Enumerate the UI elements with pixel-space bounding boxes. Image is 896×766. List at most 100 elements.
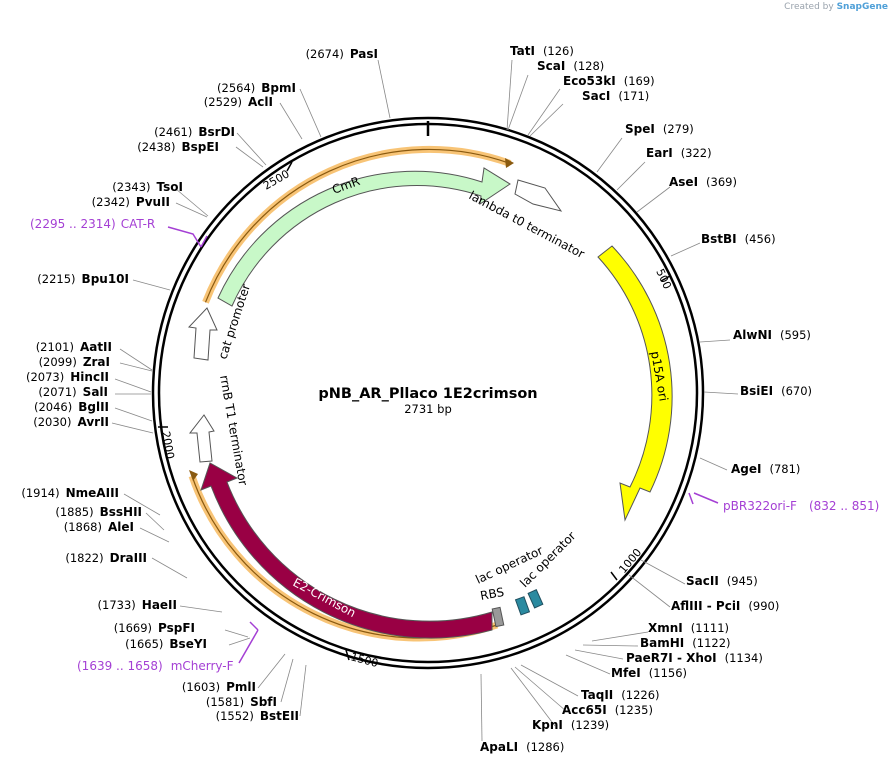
site-enzyme-name: KpnI <box>532 718 563 732</box>
site-label-asei: AseI (369) <box>669 175 737 189</box>
site-position: (2529) <box>204 95 242 109</box>
site-enzyme-name: SacI <box>582 89 610 103</box>
site-enzyme-name: NmeAIII <box>66 486 119 500</box>
site-enzyme-name: Acc65I <box>562 703 607 717</box>
site-enzyme-name: PmlI <box>226 680 256 694</box>
site-position: (1122) <box>692 636 730 650</box>
site-label-taqii: TaqII (1226) <box>581 688 660 702</box>
orf-arrow-bottom <box>189 470 198 481</box>
primer-mcherry-f-range: (1639 .. 1658) <box>77 659 163 673</box>
site-label-bseyi: (1665) BseYI <box>125 637 207 651</box>
site-position: (1286) <box>526 740 564 754</box>
site-position: (781) <box>769 462 800 476</box>
site-label-sbfi: (1581)SbfI <box>206 695 277 709</box>
site-position: (990) <box>748 599 779 613</box>
site-enzyme-name: Eco53kI <box>563 74 616 88</box>
site-enzyme-name: PaeR7I - XhoI <box>626 651 717 665</box>
primer-marks <box>167 226 719 664</box>
site-enzyme-name: PspFI <box>158 621 195 635</box>
site-enzyme-name: SacII <box>686 574 719 588</box>
site-position: (169) <box>624 74 655 88</box>
feature-rrnb-t1 <box>188 414 215 463</box>
orf-highlight-top <box>202 146 512 304</box>
site-label-zrai: (2099)ZraI <box>39 355 110 369</box>
site-position: (2342) <box>92 195 130 209</box>
site-enzyme-name: SpeI <box>625 122 655 136</box>
site-enzyme-name: HincII <box>70 370 109 384</box>
site-label-xmni: XmnI(1111) <box>648 621 729 635</box>
site-leader-lines <box>111 59 739 742</box>
site-label-eari: EarI(322) <box>646 146 712 160</box>
site-enzyme-name: TsoI <box>157 180 183 194</box>
site-enzyme-name: AseI <box>669 175 698 189</box>
primer-pbr322ori-f: pBR322ori-F(832 .. 851) <box>723 499 879 513</box>
site-position: (1914) <box>21 486 59 500</box>
primer-cat-r-name: CAT-R <box>121 217 156 231</box>
site-label-sacii: SacII (945) <box>686 574 758 588</box>
site-label-bsrdi: (2461)BsrDI <box>154 125 235 139</box>
site-position: (456) <box>745 232 776 246</box>
primer-mcherry-f: (1639 .. 1658) mCherry-F <box>77 659 234 673</box>
site-position: (945) <box>727 574 758 588</box>
site-enzyme-name: AvrII <box>77 415 109 429</box>
site-label-bspei: (2438) BspEI <box>137 140 219 154</box>
site-label-hincii: (2073) HincII <box>26 370 109 384</box>
orf-line-top <box>204 148 511 303</box>
ruler-tick-1000 <box>610 571 618 581</box>
site-label-bstbi: BstBI(456) <box>701 232 776 246</box>
site-position: (1665) <box>125 637 163 651</box>
site-position: (2046) <box>34 400 72 414</box>
feature-rbs-label: RBS <box>479 585 505 603</box>
site-label-bsshii: (1885)BssHII <box>55 505 142 519</box>
orf-arrow-top <box>505 158 514 168</box>
site-label-alei: (1868)AleI <box>64 520 134 534</box>
feature-e2-crimson <box>200 462 493 639</box>
primer-mcherry-f-name: mCherry-F <box>171 659 234 673</box>
site-position: (369) <box>706 175 737 189</box>
site-position: (1226) <box>621 688 659 702</box>
site-label-agei: AgeI(781) <box>731 462 800 476</box>
ruler-label-500: 500 <box>653 267 674 292</box>
site-label-bpu10i: (2215)Bpu10I <box>37 272 129 286</box>
site-position: (2343) <box>112 180 150 194</box>
site-enzyme-name: BseYI <box>169 637 207 651</box>
site-enzyme-name: BglII <box>78 400 109 414</box>
site-enzyme-name: BamHI <box>640 636 684 650</box>
ruler-tick-1500 <box>345 649 350 661</box>
site-position: (1868) <box>64 520 102 534</box>
site-enzyme-name: TaqII <box>581 688 613 702</box>
primer-pbr322ori-f-range: (832 .. 851) <box>809 499 879 513</box>
site-position: (2438) <box>137 140 175 154</box>
site-position: (128) <box>573 59 604 73</box>
site-position: (2030) <box>33 415 71 429</box>
site-enzyme-name: BpmI <box>261 81 296 95</box>
site-position: (1111) <box>691 621 729 635</box>
site-enzyme-name: DraIII <box>110 551 147 565</box>
site-label-scai: ScaI(128) <box>537 59 604 73</box>
site-position: (2215) <box>37 272 75 286</box>
site-position: (2073) <box>26 370 64 384</box>
site-enzyme-name: EarI <box>646 146 673 160</box>
site-enzyme-name: ZraI <box>83 355 110 369</box>
site-label-bsteii: (1552)BstEII <box>216 709 299 723</box>
site-label-aatii: (2101) AatII <box>36 340 112 354</box>
site-label-pspfi: (1669)PspFI <box>114 621 195 635</box>
site-label-apali: ApaLI(1286) <box>480 740 564 754</box>
site-label-tsoi: (2343) TsoI <box>112 180 183 194</box>
site-position: (126) <box>543 44 574 58</box>
site-enzyme-name: AflIII - PciI <box>671 599 740 613</box>
site-enzyme-name: SbfI <box>250 695 277 709</box>
site-enzyme-name: AlwNI <box>733 328 772 342</box>
site-enzyme-name: AatII <box>80 340 112 354</box>
site-label-mfei: MfeI(1156) <box>611 666 687 680</box>
feature-lambda-t0 <box>514 179 563 212</box>
site-position: (2101) <box>36 340 74 354</box>
snapgene-logo: SnapGene <box>836 2 888 12</box>
site-enzyme-name: AclI <box>248 95 273 109</box>
site-enzyme-name: BspEI <box>181 140 219 154</box>
site-label-acc65i: Acc65I(1235) <box>562 703 653 717</box>
site-position: (1822) <box>65 551 103 565</box>
site-label-nmeaiii: (1914) NmeAIII <box>21 486 119 500</box>
site-position: (2071) <box>38 385 76 399</box>
